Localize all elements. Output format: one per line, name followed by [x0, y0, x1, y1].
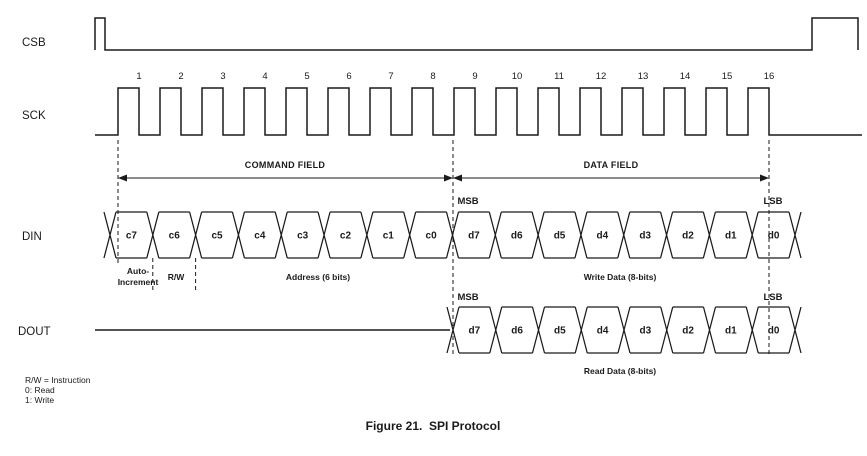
svg-text:c5: c5: [211, 231, 223, 242]
csb-waveform: [94, 17, 859, 51]
figure-caption: Figure 21. SPI Protocol: [366, 419, 501, 433]
rw-bit-label: R/W: [168, 272, 186, 282]
svg-text:d2: d2: [682, 231, 694, 242]
legend-line-write: 1: Write: [25, 395, 54, 405]
write-data-label: Write Data (8-bits): [584, 272, 657, 282]
svg-text:d4: d4: [597, 231, 609, 242]
svg-text:12: 12: [596, 71, 607, 82]
svg-text:d7: d7: [469, 326, 481, 337]
svg-text:c0: c0: [426, 231, 438, 242]
svg-text:c3: c3: [297, 231, 309, 242]
legend-line-read: 0: Read: [25, 385, 55, 395]
svg-text:d3: d3: [640, 326, 652, 337]
svg-text:d0: d0: [768, 326, 780, 337]
svg-text:6: 6: [346, 71, 351, 82]
svg-text:9: 9: [472, 71, 477, 82]
svg-text:d2: d2: [682, 326, 694, 337]
sck-waveform: [95, 87, 862, 136]
svg-text:d6: d6: [511, 231, 523, 242]
svg-text:11: 11: [554, 71, 564, 82]
svg-text:d1: d1: [725, 326, 737, 337]
din-bus-waveform: c7 c6 c5 c4 c3 c2 c1 c0 d7 d6 d5 d4 d3 d2 d1 d0: [103, 211, 802, 259]
legend-line-instruction: R/W = Instruction: [25, 375, 91, 385]
svg-text:d6: d6: [511, 326, 523, 337]
address-field-label: Address (6 bits): [286, 272, 350, 282]
svg-text:14: 14: [680, 71, 691, 82]
svg-text:2: 2: [178, 71, 183, 82]
svg-text:10: 10: [512, 71, 523, 82]
svg-text:c6: c6: [169, 231, 181, 242]
sck-signal-label: SCK: [22, 110, 46, 122]
auto-increment-label-line1: Auto-: [127, 266, 149, 276]
dout-bus-waveform: d7 d6 d5 d4 d3 d2 d1 d0: [95, 306, 802, 354]
read-data-label: Read Data (8-bits): [584, 366, 656, 376]
svg-text:8: 8: [430, 71, 435, 82]
dashed-guide-lines: [117, 140, 770, 357]
field-span-arrows: [118, 174, 769, 182]
svg-text:4: 4: [262, 71, 267, 82]
svg-text:c4: c4: [254, 231, 266, 242]
csb-signal-label: CSB: [22, 37, 46, 49]
svg-text:5: 5: [304, 71, 309, 82]
din-signal-label: DIN: [22, 231, 42, 243]
din-lsb-label: LSB: [764, 196, 783, 207]
data-field-label: DATA FIELD: [584, 160, 639, 170]
dout-lsb-label: LSB: [764, 292, 783, 303]
svg-text:d5: d5: [554, 326, 566, 337]
svg-text:15: 15: [722, 71, 733, 82]
din-msb-label: MSB: [457, 196, 478, 207]
svg-text:d1: d1: [725, 231, 737, 242]
svg-text:c2: c2: [340, 231, 352, 242]
svg-text:13: 13: [638, 71, 649, 82]
svg-text:c7: c7: [126, 231, 138, 242]
svg-text:1: 1: [136, 71, 141, 82]
dout-msb-label: MSB: [457, 292, 478, 303]
auto-increment-label-line2: Increment: [118, 277, 159, 287]
svg-text:c1: c1: [383, 231, 395, 242]
svg-text:d5: d5: [554, 231, 566, 242]
svg-text:d4: d4: [597, 326, 609, 337]
svg-text:d7: d7: [468, 231, 480, 242]
svg-text:3: 3: [220, 71, 225, 82]
command-field-label: COMMAND FIELD: [245, 160, 326, 170]
dout-signal-label: DOUT: [18, 326, 51, 338]
svg-text:7: 7: [388, 71, 393, 82]
svg-text:16: 16: [764, 71, 775, 82]
svg-text:d0: d0: [768, 231, 780, 242]
svg-text:d3: d3: [639, 231, 651, 242]
